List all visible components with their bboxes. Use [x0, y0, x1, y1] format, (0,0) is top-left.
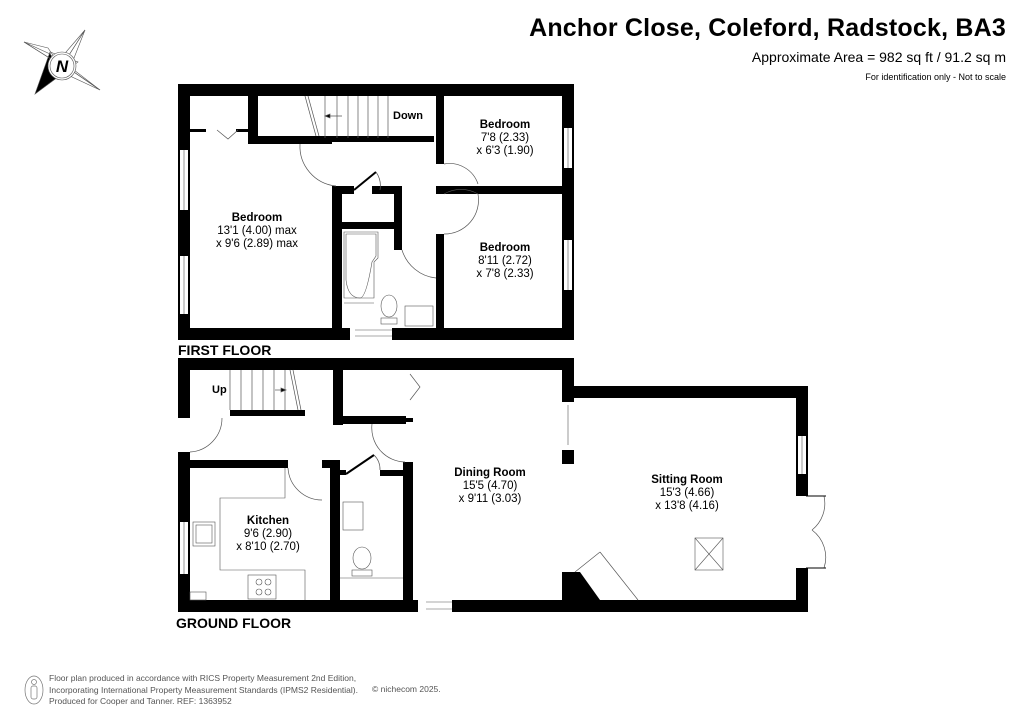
room-name: Bedroom — [231, 212, 283, 224]
room-label-sitting-room: Sitting Room 15'3 (4.66) x 13'8 (4.16) — [637, 474, 737, 513]
room-dim: 9'6 (2.90) — [243, 528, 293, 540]
room-label-bedroom-2: Bedroom 7'8 (2.33) x 6'3 (1.90) — [460, 119, 550, 158]
scale-disclaimer: For identification only - Not to scale — [865, 72, 1006, 82]
footer-notes: Floor plan produced in accordance with R… — [49, 673, 358, 708]
ground-floor-label: GROUND FLOOR — [176, 615, 292, 631]
room-label-bedroom-1: Bedroom 13'1 (4.00) max x 9'6 (2.89) max — [198, 212, 316, 251]
room-label-kitchen: Kitchen 9'6 (2.90) x 8'10 (2.70) — [228, 515, 308, 554]
room-dim: x 8'10 (2.70) — [236, 541, 300, 553]
room-dim: 7'8 (2.33) — [480, 132, 530, 144]
stairs-up-label: Up — [212, 384, 227, 396]
ground-floor-walls — [178, 358, 808, 612]
first-floor-bathroom-fixtures — [343, 231, 434, 327]
property-title: Anchor Close, Coleford, Radstock, BA3 — [529, 14, 1006, 42]
ground-floor-fixtures — [189, 468, 724, 601]
room-dim: x 7'8 (2.33) — [476, 268, 534, 280]
room-dim: x 13'8 (4.16) — [655, 500, 719, 512]
room-dim: 8'11 (2.72) — [478, 255, 532, 267]
room-name: Dining Room — [454, 467, 526, 479]
room-name: Bedroom — [479, 119, 531, 131]
footer-line-2: Incorporating International Property Mea… — [49, 684, 358, 695]
room-dim: 15'5 (4.70) — [462, 480, 518, 492]
first-floor-window-lines — [183, 128, 569, 337]
room-name: Kitchen — [246, 515, 290, 527]
stairs-down-label: Down — [393, 110, 423, 122]
first-floor-doors — [216, 129, 479, 279]
room-dim: 13'1 (4.00) max — [217, 225, 297, 237]
ground-floor-doors — [189, 373, 827, 601]
footer-line-1: Floor plan produced in accordance with R… — [49, 673, 357, 683]
first-floor-stairs — [304, 95, 389, 138]
north-letter: N — [56, 57, 69, 76]
room-label-bedroom-3: Bedroom 8'11 (2.72) x 7'8 (2.33) — [460, 242, 550, 281]
room-dim: x 9'11 (3.03) — [458, 493, 522, 505]
room-name: Bedroom — [479, 242, 531, 254]
ground-floor-window-lines — [183, 405, 803, 610]
room-dim: x 9'6 (2.89) max — [215, 238, 299, 250]
footer-line-3: Produced for Cooper and Tanner. REF: 136… — [49, 696, 232, 706]
room-label-dining-room: Dining Room 15'5 (4.70) x 9'11 (3.03) — [440, 467, 540, 506]
room-name: Sitting Room — [651, 474, 723, 486]
room-dim: x 6'3 (1.90) — [476, 145, 534, 157]
north-arrow-icon: N — [23, 29, 101, 95]
approximate-area: Approximate Area = 982 sq ft / 91.2 sq m — [751, 49, 1006, 65]
copyright-notice: © nichecom 2025. — [372, 684, 441, 694]
ground-floor-stairs — [229, 369, 302, 411]
first-floor-label: FIRST FLOOR — [178, 342, 272, 358]
person-icon — [24, 675, 44, 705]
room-dim: 15'3 (4.66) — [659, 487, 715, 499]
